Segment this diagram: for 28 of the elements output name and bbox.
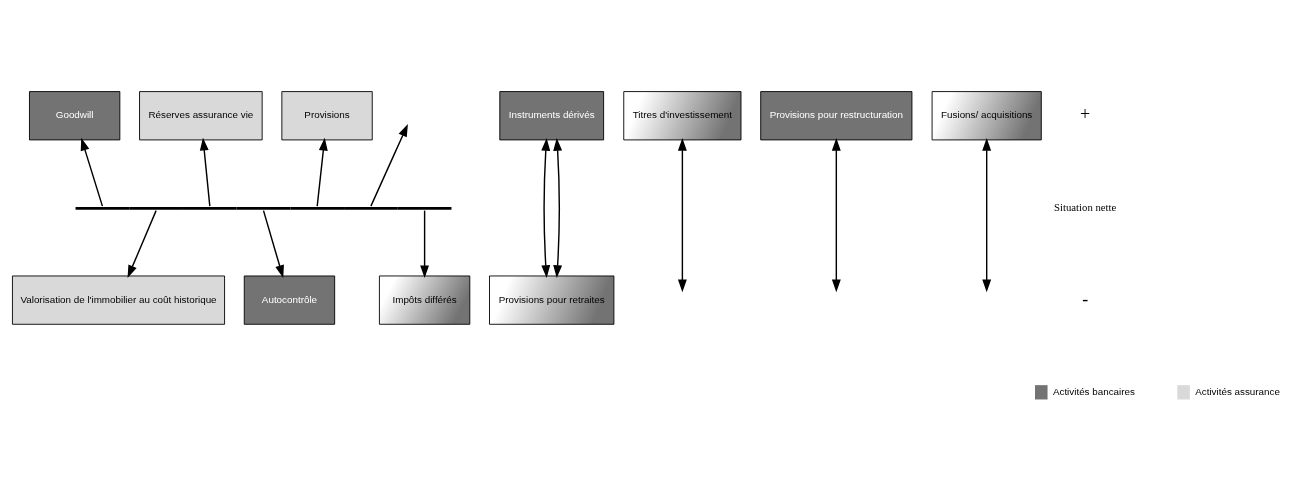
label: + [1080,103,1091,124]
node-box: Valorisation de l'immobilier au coût historique [12,275,225,325]
node-box: Provisions pour retraites [489,275,615,325]
arrow [982,137,992,292]
arrow [199,137,211,207]
node-box: Fusions/ acquisitions [931,90,1042,140]
legend-label: Activités assurance [1195,385,1280,397]
node-box: Goodwill [29,90,121,140]
arrow [677,137,687,292]
node-box: Provisions [281,90,373,140]
arrow [831,137,841,292]
node-box: Provisions pour restructuration [760,90,913,140]
node-box: Titres d'investissement [623,90,742,140]
arrow [541,137,551,278]
arrow [262,209,284,278]
arrow [553,137,563,278]
arrow [316,137,328,207]
arrow [80,137,104,207]
arrow [127,209,157,278]
node-box: Impôts différés [378,275,471,325]
node-box: Réserves assurance vie [139,90,263,140]
label: Situation nette [1053,200,1117,213]
arrow [370,123,408,207]
arrow [420,209,430,278]
node-box: Autocontrôle [243,275,336,325]
node-box: Instruments dérivés [499,90,605,140]
label: - [1082,288,1089,309]
legend-label: Activités bancaires [1052,385,1135,397]
